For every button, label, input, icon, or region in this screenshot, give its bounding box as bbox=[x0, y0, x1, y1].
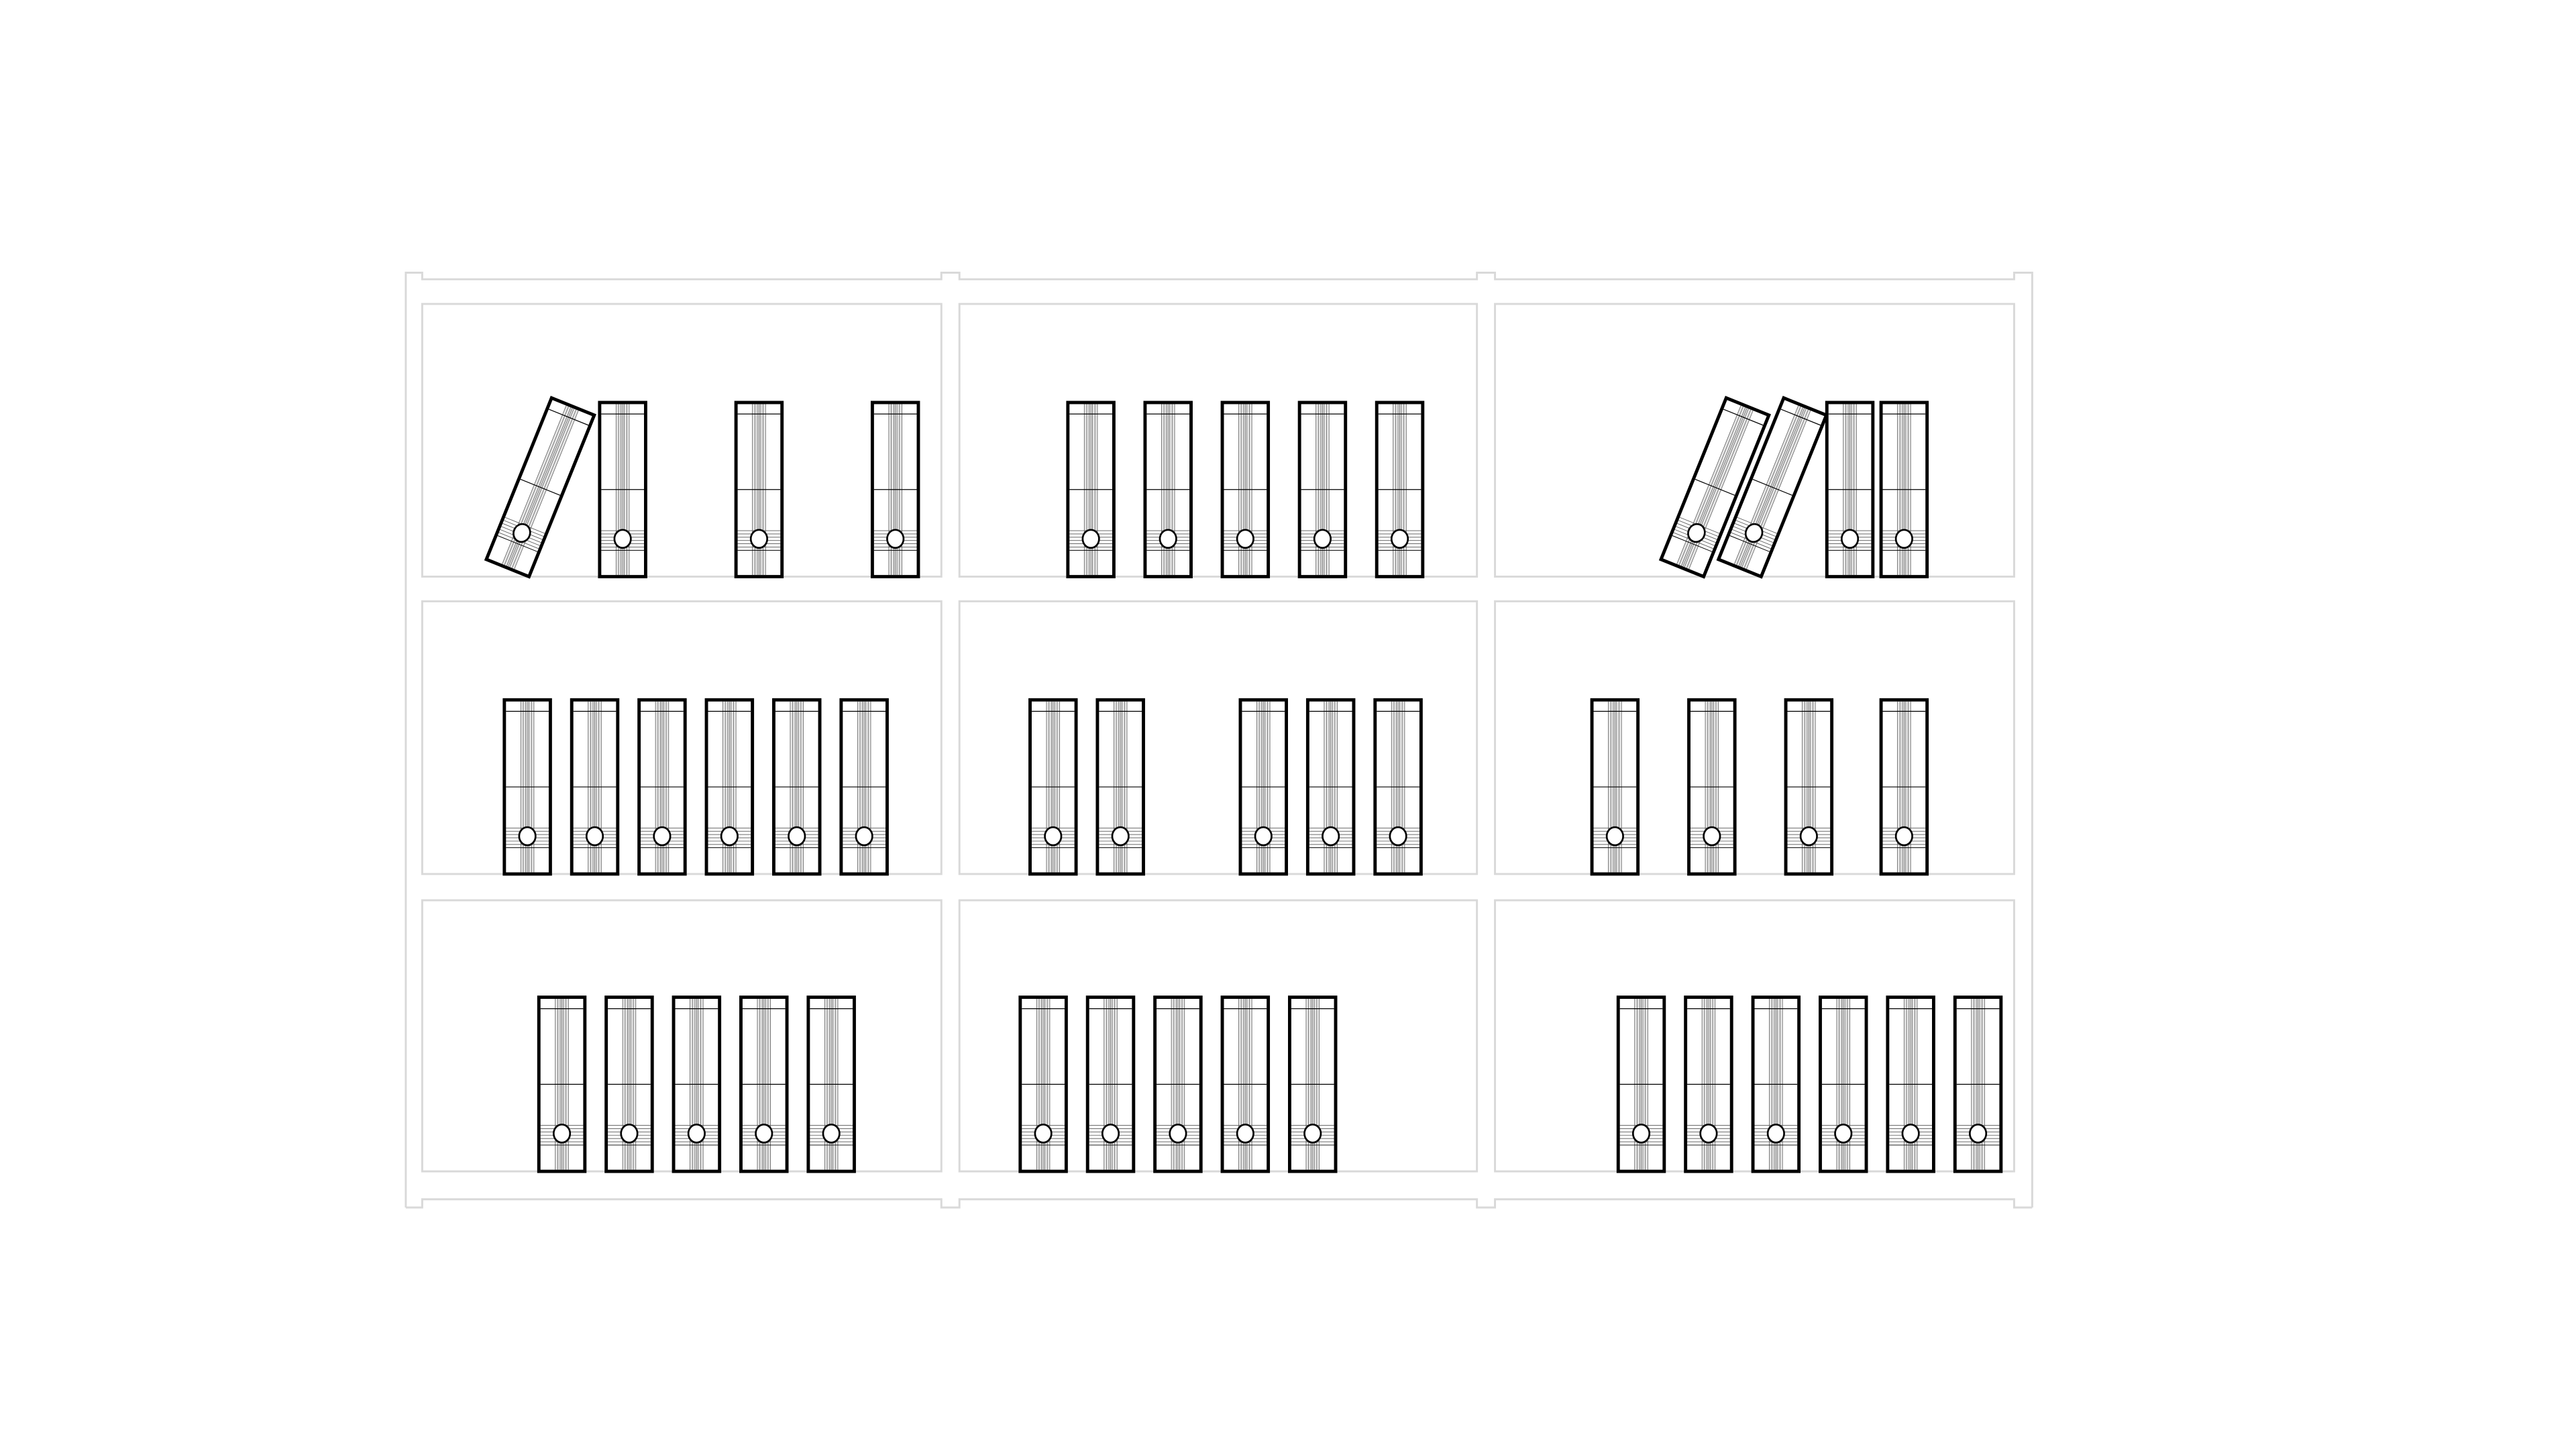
binder-finger-hole-icon bbox=[1390, 529, 1409, 549]
binder-r3-c2-4 bbox=[1220, 996, 1271, 1173]
binder-r1-c3-2 bbox=[1879, 400, 1929, 579]
binder-r2-c3-1 bbox=[1590, 698, 1640, 876]
binder-finger-hole-icon bbox=[1699, 1123, 1718, 1144]
binder-r2-c3-2 bbox=[1687, 698, 1737, 876]
frame-top-outline bbox=[405, 272, 2033, 1208]
binder-finger-hole-icon bbox=[788, 826, 806, 847]
binder-finger-hole-icon bbox=[1254, 826, 1273, 847]
binder-finger-hole-icon bbox=[1901, 1123, 1920, 1144]
shelf-frame bbox=[405, 272, 2033, 1209]
binder-finger-hole-icon bbox=[687, 1123, 706, 1144]
binder-finger-hole-icon bbox=[1111, 826, 1130, 847]
binder-finger-hole-icon bbox=[1303, 1123, 1322, 1144]
binder-r2-c3-4 bbox=[1879, 698, 1929, 876]
binder-finger-hole-icon bbox=[1840, 529, 1860, 549]
compartment-r2-c3 bbox=[1494, 600, 2015, 875]
binder-r3-c1-1 bbox=[537, 996, 587, 1173]
binder-r3-c2-5 bbox=[1288, 996, 1338, 1173]
binder-finger-hole-icon bbox=[552, 1123, 572, 1144]
binder-finger-hole-icon bbox=[855, 826, 873, 847]
binder-finger-hole-icon bbox=[1766, 1123, 1785, 1144]
binder-finger-hole-icon bbox=[1169, 1123, 1187, 1144]
binder-r2-c1-6 bbox=[839, 698, 889, 876]
binder-tilted-r1-c1-1 bbox=[484, 396, 597, 579]
binder-r2-c2-3 bbox=[1238, 698, 1288, 876]
binder-r3-c1-2 bbox=[604, 996, 654, 1173]
binder-r2-c2-5 bbox=[1373, 698, 1423, 876]
binder-finger-hole-icon bbox=[1236, 1123, 1254, 1144]
compartment-r1-c2 bbox=[958, 303, 1479, 578]
binder-finger-hole-icon bbox=[720, 826, 739, 847]
binder-finger-hole-icon bbox=[749, 529, 769, 549]
binder-r3-c3-4 bbox=[1819, 996, 1868, 1173]
binder-finger-hole-icon bbox=[1159, 529, 1177, 549]
binder-finger-hole-icon bbox=[1389, 826, 1407, 847]
binder-r3-c3-1 bbox=[1616, 996, 1666, 1173]
binder-r3-c1-5 bbox=[806, 996, 856, 1173]
binder-finger-hole-icon bbox=[1834, 1123, 1853, 1144]
binder-finger-hole-icon bbox=[1687, 523, 1706, 543]
binder-finger-hole-icon bbox=[886, 529, 905, 549]
binder-finger-hole-icon bbox=[1744, 523, 1764, 543]
binder-r2-c2-2 bbox=[1095, 698, 1145, 876]
binder-r2-c1-2 bbox=[570, 698, 620, 876]
binder-finger-hole-icon bbox=[1322, 826, 1340, 847]
binder-r1-c1-2 bbox=[734, 400, 784, 579]
binder-r2-c2-4 bbox=[1305, 698, 1356, 876]
binder-finger-hole-icon bbox=[1044, 826, 1063, 847]
binder-finger-hole-icon bbox=[513, 523, 531, 543]
binder-tilted-r1-c3-1 bbox=[1658, 396, 1772, 579]
binder-finger-hole-icon bbox=[620, 1123, 639, 1144]
binder-r3-c1-3 bbox=[672, 996, 722, 1173]
binder-finger-hole-icon bbox=[1894, 826, 1913, 847]
compartment-r3-c2 bbox=[958, 899, 1479, 1173]
binder-r3-c3-2 bbox=[1684, 996, 1733, 1173]
binder-finger-hole-icon bbox=[1034, 1123, 1053, 1144]
binder-finger-hole-icon bbox=[1703, 826, 1721, 847]
binders bbox=[484, 396, 2003, 1173]
binder-finger-hole-icon bbox=[1236, 529, 1254, 549]
binder-r1-c1-3 bbox=[870, 400, 920, 579]
binder-finger-hole-icon bbox=[585, 826, 604, 847]
binder-r1-c3-1 bbox=[1825, 400, 1875, 579]
binder-finger-hole-icon bbox=[518, 826, 537, 847]
binder-finger-hole-icon bbox=[1101, 1123, 1120, 1144]
binder-r1-c2-3 bbox=[1220, 400, 1271, 579]
binder-finger-hole-icon bbox=[613, 529, 632, 549]
binder-finger-hole-icon bbox=[755, 1123, 773, 1144]
binder-r2-c1-5 bbox=[772, 698, 822, 876]
binder-finger-hole-icon bbox=[1081, 529, 1100, 549]
binder-r2-c1-4 bbox=[704, 698, 755, 876]
binder-finger-hole-icon bbox=[1799, 826, 1818, 847]
binder-finger-hole-icon bbox=[1313, 529, 1332, 549]
binder-r1-c2-5 bbox=[1375, 400, 1425, 579]
binder-r3-c3-3 bbox=[1751, 996, 1801, 1173]
binder-r1-c2-2 bbox=[1143, 400, 1193, 579]
binder-finger-hole-icon bbox=[1631, 1123, 1651, 1144]
binder-r3-c2-2 bbox=[1085, 996, 1136, 1173]
binder-r3-c1-4 bbox=[739, 996, 789, 1173]
binder-r3-c3-6 bbox=[1953, 996, 2003, 1173]
binder-r2-c2-1 bbox=[1028, 698, 1078, 876]
binder-r1-c2-1 bbox=[1066, 400, 1116, 579]
compartment-r1-c1 bbox=[421, 303, 943, 578]
binder-finger-hole-icon bbox=[1605, 826, 1624, 847]
binder-r3-c2-1 bbox=[1018, 996, 1068, 1173]
binder-r2-c1-1 bbox=[502, 698, 552, 876]
compartment-r1-c3 bbox=[1494, 303, 2015, 578]
compartment-r2-c2 bbox=[958, 600, 1479, 875]
frame-bottom-outline bbox=[405, 1198, 2033, 1209]
binder-r3-c3-5 bbox=[1886, 996, 1935, 1173]
binder-finger-hole-icon bbox=[1968, 1123, 1988, 1144]
binder-r3-c2-3 bbox=[1153, 996, 1203, 1173]
binder-r2-c3-3 bbox=[1784, 698, 1834, 876]
binder-r1-c1-1 bbox=[598, 400, 647, 579]
binder-finger-hole-icon bbox=[653, 826, 672, 847]
binder-r2-c1-3 bbox=[637, 698, 687, 876]
binder-finger-hole-icon bbox=[1894, 529, 1913, 549]
binder-finger-hole-icon bbox=[822, 1123, 841, 1144]
binder-r1-c2-4 bbox=[1297, 400, 1348, 579]
binder-tilted-r1-c3-2 bbox=[1716, 396, 1829, 579]
